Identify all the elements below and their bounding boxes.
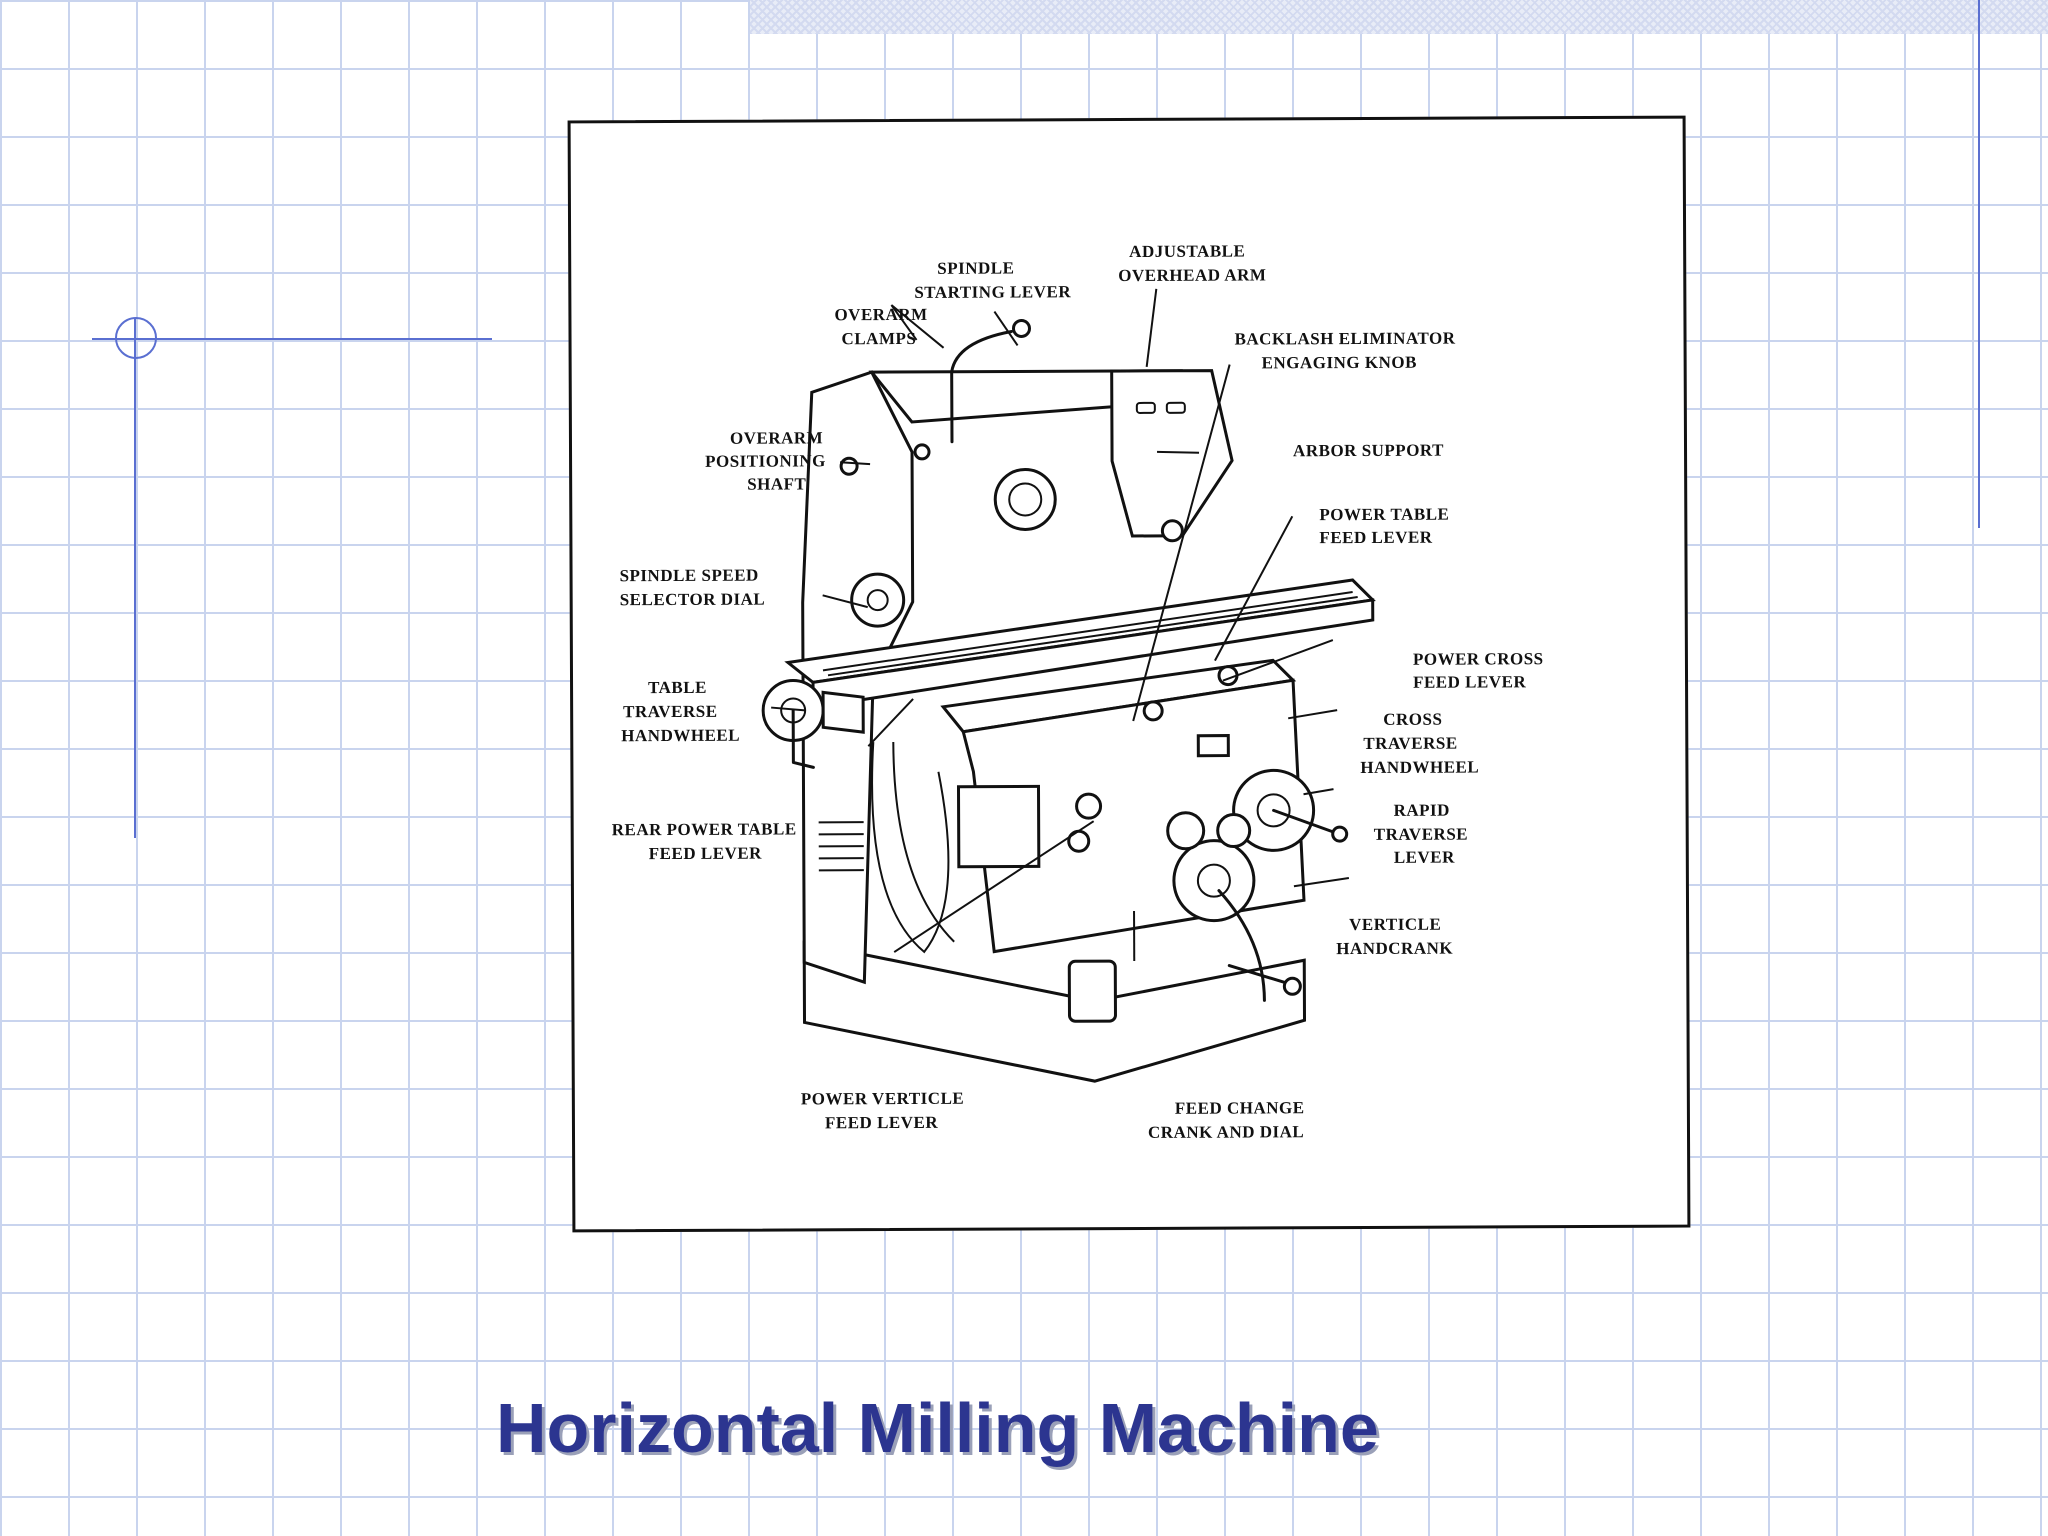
- label-verticle-handcrank-1: VERTICLE: [1349, 915, 1441, 934]
- label-arbor-support: ARBOR SUPPORT: [1293, 441, 1444, 461]
- label-overarm-positioning-shaft-2: POSITIONING: [705, 451, 826, 471]
- label-rapid-traverse-lever-2: TRAVERSE: [1374, 825, 1468, 844]
- label-rapid-traverse-lever-3: LEVER: [1394, 848, 1455, 867]
- decorative-right-rule: [1978, 0, 1980, 528]
- label-power-cross-feed-lever-2: FEED LEVER: [1413, 672, 1526, 691]
- label-backlash-eliminator-1: BACKLASH ELIMINATOR: [1234, 329, 1455, 349]
- label-verticle-handcrank-2: HANDCRANK: [1336, 939, 1453, 959]
- arbor-support-body: [1110, 369, 1234, 538]
- label-rapid-traverse-lever-1: RAPID: [1394, 801, 1450, 820]
- label-power-table-feed-lever-1: POWER TABLE: [1319, 505, 1449, 525]
- label-cross-traverse-handwheel-2: TRAVERSE: [1363, 734, 1457, 753]
- label-table-traverse-handwheel-3: HANDWHEEL: [621, 726, 740, 746]
- label-spindle-speed-selector-dial-1: SPINDLE SPEED: [620, 566, 759, 586]
- label-overarm-clamps-1: OVERARM: [834, 305, 927, 324]
- header-pattern-strip: [750, 0, 2048, 34]
- label-overarm-positioning-shaft-3: SHAFT: [747, 474, 806, 493]
- label-backlash-eliminator-2: ENGAGING KNOB: [1262, 353, 1417, 373]
- label-spindle-starting-lever-2: STARTING LEVER: [914, 282, 1071, 302]
- milling-machine-diagram: SPINDLE STARTING LEVER ADJUSTABLE OVERHE…: [567, 115, 1691, 1233]
- label-spindle-speed-selector-dial-2: SELECTOR DIAL: [620, 590, 766, 610]
- label-power-cross-feed-lever-1: POWER CROSS: [1413, 649, 1544, 669]
- machine-base: [802, 940, 1307, 1083]
- milling-machine-drawing: SPINDLE STARTING LEVER ADJUSTABLE OVERHE…: [612, 241, 1544, 1142]
- label-overarm-clamps-2: CLAMPS: [841, 329, 916, 348]
- label-feed-change-crank-and-dial-1: FEED CHANGE: [1175, 1098, 1305, 1118]
- label-rear-power-table-feed-lever-1: REAR POWER TABLE: [612, 819, 797, 839]
- slide-title: Horizontal Milling Machine: [496, 1389, 1379, 1467]
- label-spindle-starting-lever-1: SPINDLE: [937, 258, 1014, 277]
- label-power-table-feed-lever-2: FEED LEVER: [1319, 528, 1432, 547]
- spindle-nose: [993, 467, 1057, 531]
- diagram-labels: SPINDLE STARTING LEVER ADJUSTABLE OVERHE…: [612, 241, 1544, 1142]
- label-feed-change-crank-and-dial-2: CRANK AND DIAL: [1148, 1122, 1304, 1142]
- label-table-traverse-handwheel-1: TABLE: [648, 678, 707, 697]
- spindle-starting-lever: [950, 330, 1014, 444]
- corner-circle-mark: [115, 317, 157, 359]
- label-adjustable-overhead-arm-1: ADJUSTABLE: [1129, 241, 1245, 261]
- label-table-traverse-handwheel-2: TRAVERSE: [623, 702, 717, 721]
- label-overarm-positioning-shaft-1: OVERARM: [730, 428, 823, 447]
- elevating-screw: [1067, 959, 1117, 1023]
- feed-change-dial: [1172, 839, 1256, 923]
- verticle-handcrank: [1227, 964, 1286, 984]
- decorative-horizontal-rule: [92, 338, 492, 340]
- decorative-vertical-rule: [134, 318, 136, 838]
- label-rear-power-table-feed-lever-2: FEED LEVER: [649, 844, 762, 863]
- label-power-verticle-feed-lever-1: POWER VERTICLE: [801, 1089, 964, 1109]
- label-adjustable-overhead-arm-2: OVERHEAD ARM: [1118, 265, 1266, 285]
- label-cross-traverse-handwheel-1: CROSS: [1383, 710, 1442, 729]
- label-cross-traverse-handwheel-3: HANDWHEEL: [1360, 757, 1479, 777]
- spindle-speed-dial: [850, 572, 906, 628]
- leader-lines: [771, 288, 1350, 961]
- label-power-verticle-feed-lever-2: FEED LEVER: [825, 1113, 938, 1132]
